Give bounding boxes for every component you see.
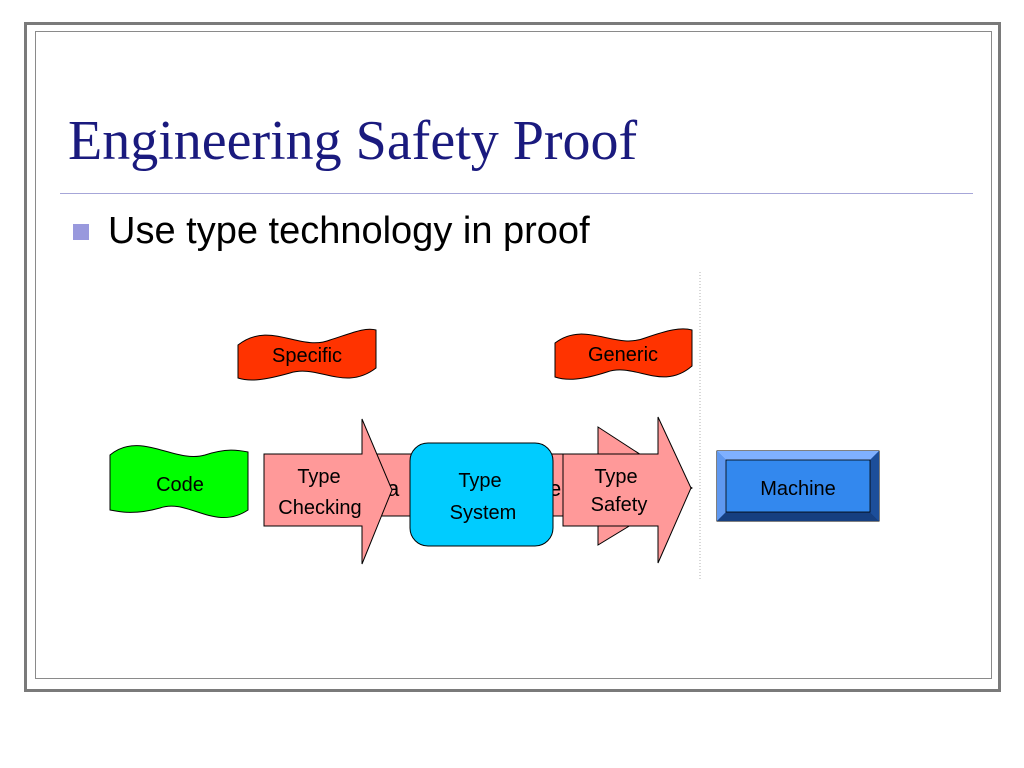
type-safety-label-line2: Safety [591,494,648,516]
generic-flag-label: Generic [588,344,658,366]
type-system-box: Type System [409,442,554,547]
specific-flag: Specific [237,328,377,381]
slide-outer-frame [24,22,1001,692]
code-flag-label: Code [156,474,204,496]
slide-title: Engineering Safety Proof [68,110,638,172]
machine-label: Machine [760,478,836,500]
type-safety-label-line1: Type [594,466,637,488]
slide-inner-frame [35,31,992,679]
type-safety-arrow: Type Safety [562,416,692,564]
type-system-label-line1: Type [458,470,501,492]
type-system-label-line2: System [450,502,517,524]
type-checking-arrow: Type Checking [263,418,393,565]
bullet-square-icon [73,224,89,240]
type-checking-label-line2: Checking [278,497,361,519]
bullet-text: Use type technology in proof [108,210,590,252]
code-flag: Code [109,445,249,519]
type-checking-label-line1: Type [297,466,340,488]
generic-flag: Generic [554,328,693,380]
specific-flag-label: Specific [272,345,342,367]
title-divider [60,193,973,194]
machine-box: Machine [716,450,880,522]
